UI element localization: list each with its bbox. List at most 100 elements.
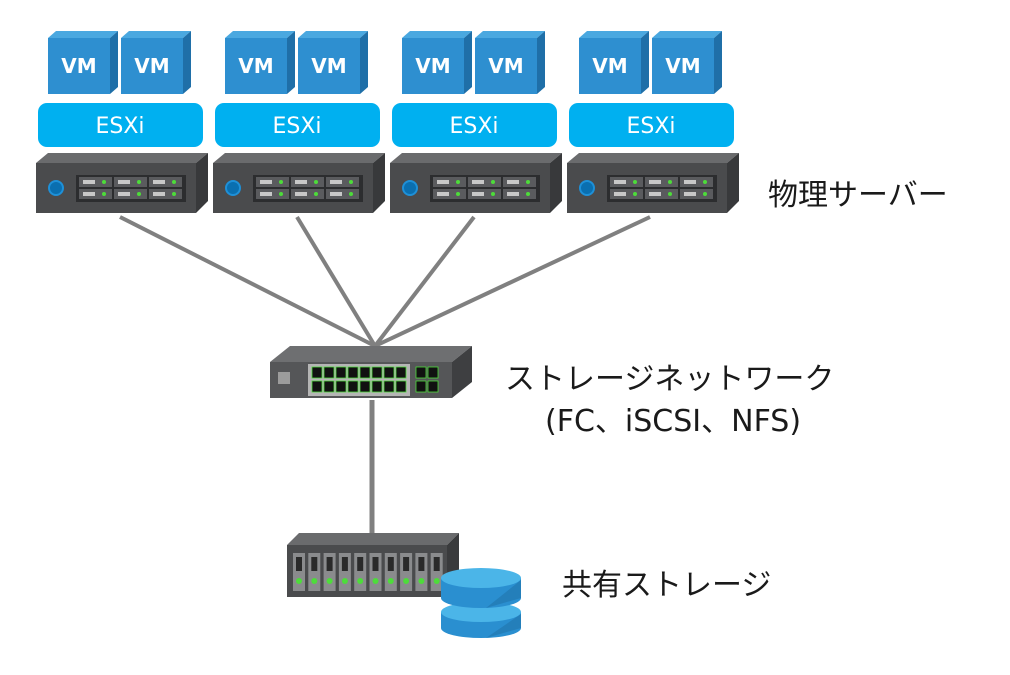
vm-side — [183, 31, 191, 94]
cylinder-shade — [486, 614, 521, 638]
uplink-port — [427, 380, 439, 393]
drive-handle — [684, 180, 696, 184]
drive-handle — [118, 192, 130, 196]
drive-slot — [149, 177, 182, 187]
ethernet-port — [395, 366, 407, 379]
esxi-bar — [38, 103, 203, 147]
ethernet-port — [395, 380, 407, 393]
vm-icon: VM — [225, 31, 295, 94]
power-button-icon — [225, 180, 241, 196]
drive-slot — [503, 189, 536, 199]
storage-top — [287, 533, 459, 545]
uplink-port — [427, 366, 439, 379]
drive-handle — [83, 180, 95, 184]
physical-server-3 — [390, 153, 562, 213]
drive-slot — [326, 189, 359, 199]
vm-label: VM — [311, 54, 346, 78]
disk-led — [326, 578, 333, 584]
drive-slot — [291, 177, 324, 187]
cylinder-shade — [486, 580, 521, 608]
vm-label: VM — [665, 54, 700, 78]
vm-front — [475, 38, 537, 94]
drive-slot — [680, 177, 713, 187]
drive-slot — [79, 177, 112, 187]
drive-led — [279, 180, 283, 184]
drive-led — [314, 180, 318, 184]
esxi-hypervisor: ESXi — [569, 103, 734, 147]
disk-handle — [357, 557, 364, 571]
drive-led — [349, 180, 353, 184]
drive-led — [349, 192, 353, 196]
power-button-icon — [402, 180, 418, 196]
drive-led — [633, 192, 637, 196]
vm-front — [579, 38, 641, 94]
ethernet-port — [371, 380, 383, 393]
drive-handle — [649, 180, 661, 184]
drive-slot — [468, 177, 501, 187]
physical-server-label: 物理サーバー — [768, 178, 948, 213]
vm-top — [579, 31, 649, 38]
ethernet-port — [323, 380, 335, 393]
ethernet-port — [323, 366, 335, 379]
drive-slot — [645, 189, 678, 199]
disk-led — [418, 578, 425, 584]
drive-led — [703, 192, 707, 196]
ethernet-port — [335, 366, 347, 379]
drive-handle — [437, 192, 449, 196]
drive-led — [314, 192, 318, 196]
drive-handle — [684, 192, 696, 196]
disk-handle — [326, 557, 333, 571]
drive-handle — [153, 192, 165, 196]
disk-handle — [341, 557, 348, 571]
ethernet-port — [383, 366, 395, 379]
vm-label: VM — [488, 54, 523, 78]
drive-handle — [614, 180, 626, 184]
vm-side — [714, 31, 722, 94]
physical-server-1 — [36, 153, 208, 213]
esxi-bar — [215, 103, 380, 147]
disk-handle — [433, 557, 440, 571]
drive-handle — [295, 180, 307, 184]
drive-led — [172, 192, 176, 196]
vm-icon: VM — [652, 31, 722, 94]
drive-slot — [291, 189, 324, 199]
drive-handle — [260, 180, 272, 184]
drive-handle — [330, 180, 342, 184]
power-button-icon — [579, 180, 595, 196]
drive-led — [491, 192, 495, 196]
drive-led — [526, 192, 530, 196]
esxi-bar — [392, 103, 557, 147]
vm-icon: VM — [402, 31, 472, 94]
esxi-label: ESXi — [626, 114, 675, 139]
network-switch — [270, 346, 472, 398]
power-button-icon — [48, 180, 64, 196]
drive-slot — [326, 177, 359, 187]
disk-led — [433, 578, 440, 584]
vm-top — [225, 31, 295, 38]
drive-led — [633, 180, 637, 184]
disk-handle — [387, 557, 394, 571]
vm-icon: VM — [121, 31, 191, 94]
drive-handle — [437, 180, 449, 184]
drive-handle — [614, 192, 626, 196]
drive-led — [491, 180, 495, 184]
vm-top — [121, 31, 191, 38]
server-side — [373, 153, 385, 213]
vm-top — [475, 31, 545, 38]
drive-led — [456, 180, 460, 184]
disk-handle — [311, 557, 318, 571]
drive-led — [456, 192, 460, 196]
drive-led — [172, 180, 176, 184]
drive-slot — [433, 189, 466, 199]
vm-side — [464, 31, 472, 94]
esxi-label: ESXi — [272, 114, 321, 139]
vm-front — [402, 38, 464, 94]
vm-front — [121, 38, 183, 94]
drive-slot — [114, 177, 147, 187]
cylinder-top — [441, 602, 521, 622]
server-side — [196, 153, 208, 213]
